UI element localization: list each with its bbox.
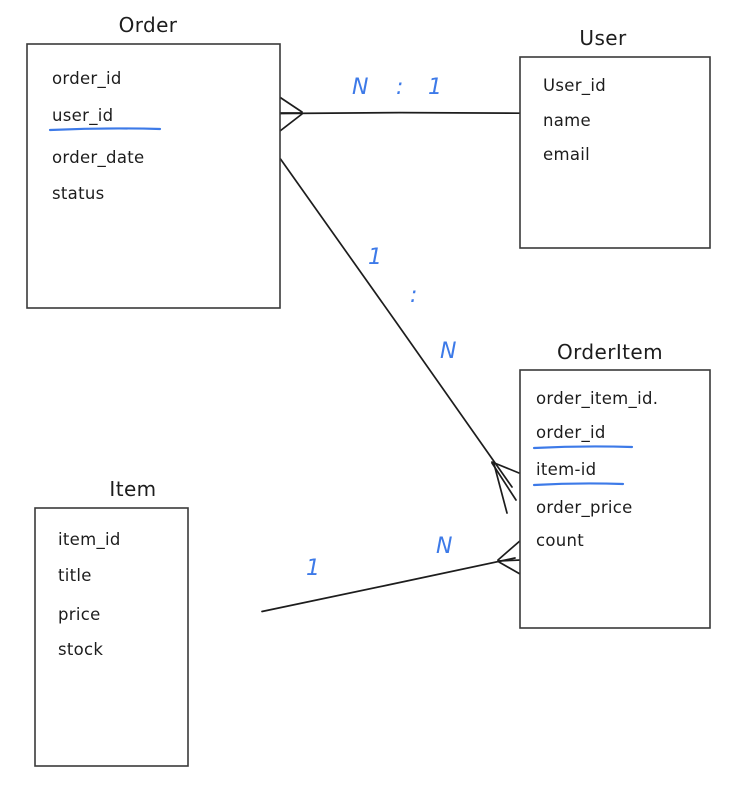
entity-title-order: Order [119, 13, 178, 37]
cardinality-order-orderitem-colon: : [410, 283, 418, 308]
cardinality-item-orderitem-n: N [436, 534, 453, 559]
attribute-underline-orderitem-order_id [532, 445, 634, 450]
cardinality-order-user-colon: : [396, 75, 404, 100]
attribute-order-status: status [52, 184, 105, 203]
attribute-user-email: email [543, 145, 590, 164]
entity-box-orderitem[interactable] [519, 369, 711, 629]
cardinality-order-orderitem-one: 1 [368, 245, 383, 270]
attribute-item-title: title [58, 566, 92, 585]
attribute-order-order_id: order_id [52, 69, 122, 89]
relationship-line-order-user [279, 111, 521, 115]
entity-title-item: Item [109, 477, 156, 501]
attribute-item-price: price [58, 605, 101, 624]
cardinality-order-user-one: 1 [428, 75, 443, 100]
cardinality-order-user-n: N [352, 75, 369, 100]
attribute-orderitem-order_item_id: order_item_id. [536, 389, 658, 409]
relationship-item-orderitem[interactable] [261, 539, 522, 613]
attribute-user-name: name [543, 111, 591, 130]
relationship-line-item-orderitem [261, 557, 516, 613]
entity-user[interactable]: User User_id name email [519, 26, 711, 249]
entity-item[interactable]: Item item_id title price stock [34, 477, 189, 767]
relationship-order-user[interactable] [276, 95, 521, 132]
attribute-user-user_id: User_id [543, 76, 606, 96]
entity-title-orderitem: OrderItem [557, 340, 663, 364]
entity-box-order[interactable] [26, 43, 281, 309]
entity-orderitem[interactable]: OrderItem order_item_id. order_id item-i… [519, 340, 711, 629]
crowfoot-icon-order-orderitem [491, 461, 520, 514]
relationship-line-order-orderitem [279, 158, 513, 488]
attribute-order-user_id: user_id [52, 106, 113, 126]
attribute-underline-orderitem-item_id [532, 482, 625, 487]
attribute-orderitem-item_id: item-id [536, 460, 596, 479]
attribute-order-order_date: order_date [52, 148, 144, 168]
relationship-order-orderitem[interactable] [279, 158, 520, 514]
crowfoot-icon-item-orderitem [497, 539, 522, 575]
entity-box-item[interactable] [34, 507, 189, 767]
relationship-layer [261, 95, 522, 613]
cardinality-item-orderitem-one: 1 [306, 556, 321, 581]
attribute-underline-order-user_id [48, 127, 162, 132]
attribute-orderitem-count: count [536, 531, 584, 550]
attribute-orderitem-order_id: order_id [536, 423, 606, 443]
crowfoot-icon-order-user [276, 95, 303, 132]
attribute-item-item_id: item_id [58, 530, 121, 550]
cardinality-order-orderitem-n: N [440, 339, 457, 364]
entity-order[interactable]: Order order_id user_id order_date status [26, 13, 281, 309]
entity-box-user[interactable] [519, 56, 711, 249]
entity-title-user: User [579, 26, 627, 50]
cardinality-layer: N : 1 1 : N 1 N [306, 75, 457, 581]
attribute-orderitem-order_price: order_price [536, 498, 633, 518]
entity-layer: Order order_id user_id order_date status… [26, 13, 711, 767]
attribute-item-stock: stock [58, 640, 103, 659]
